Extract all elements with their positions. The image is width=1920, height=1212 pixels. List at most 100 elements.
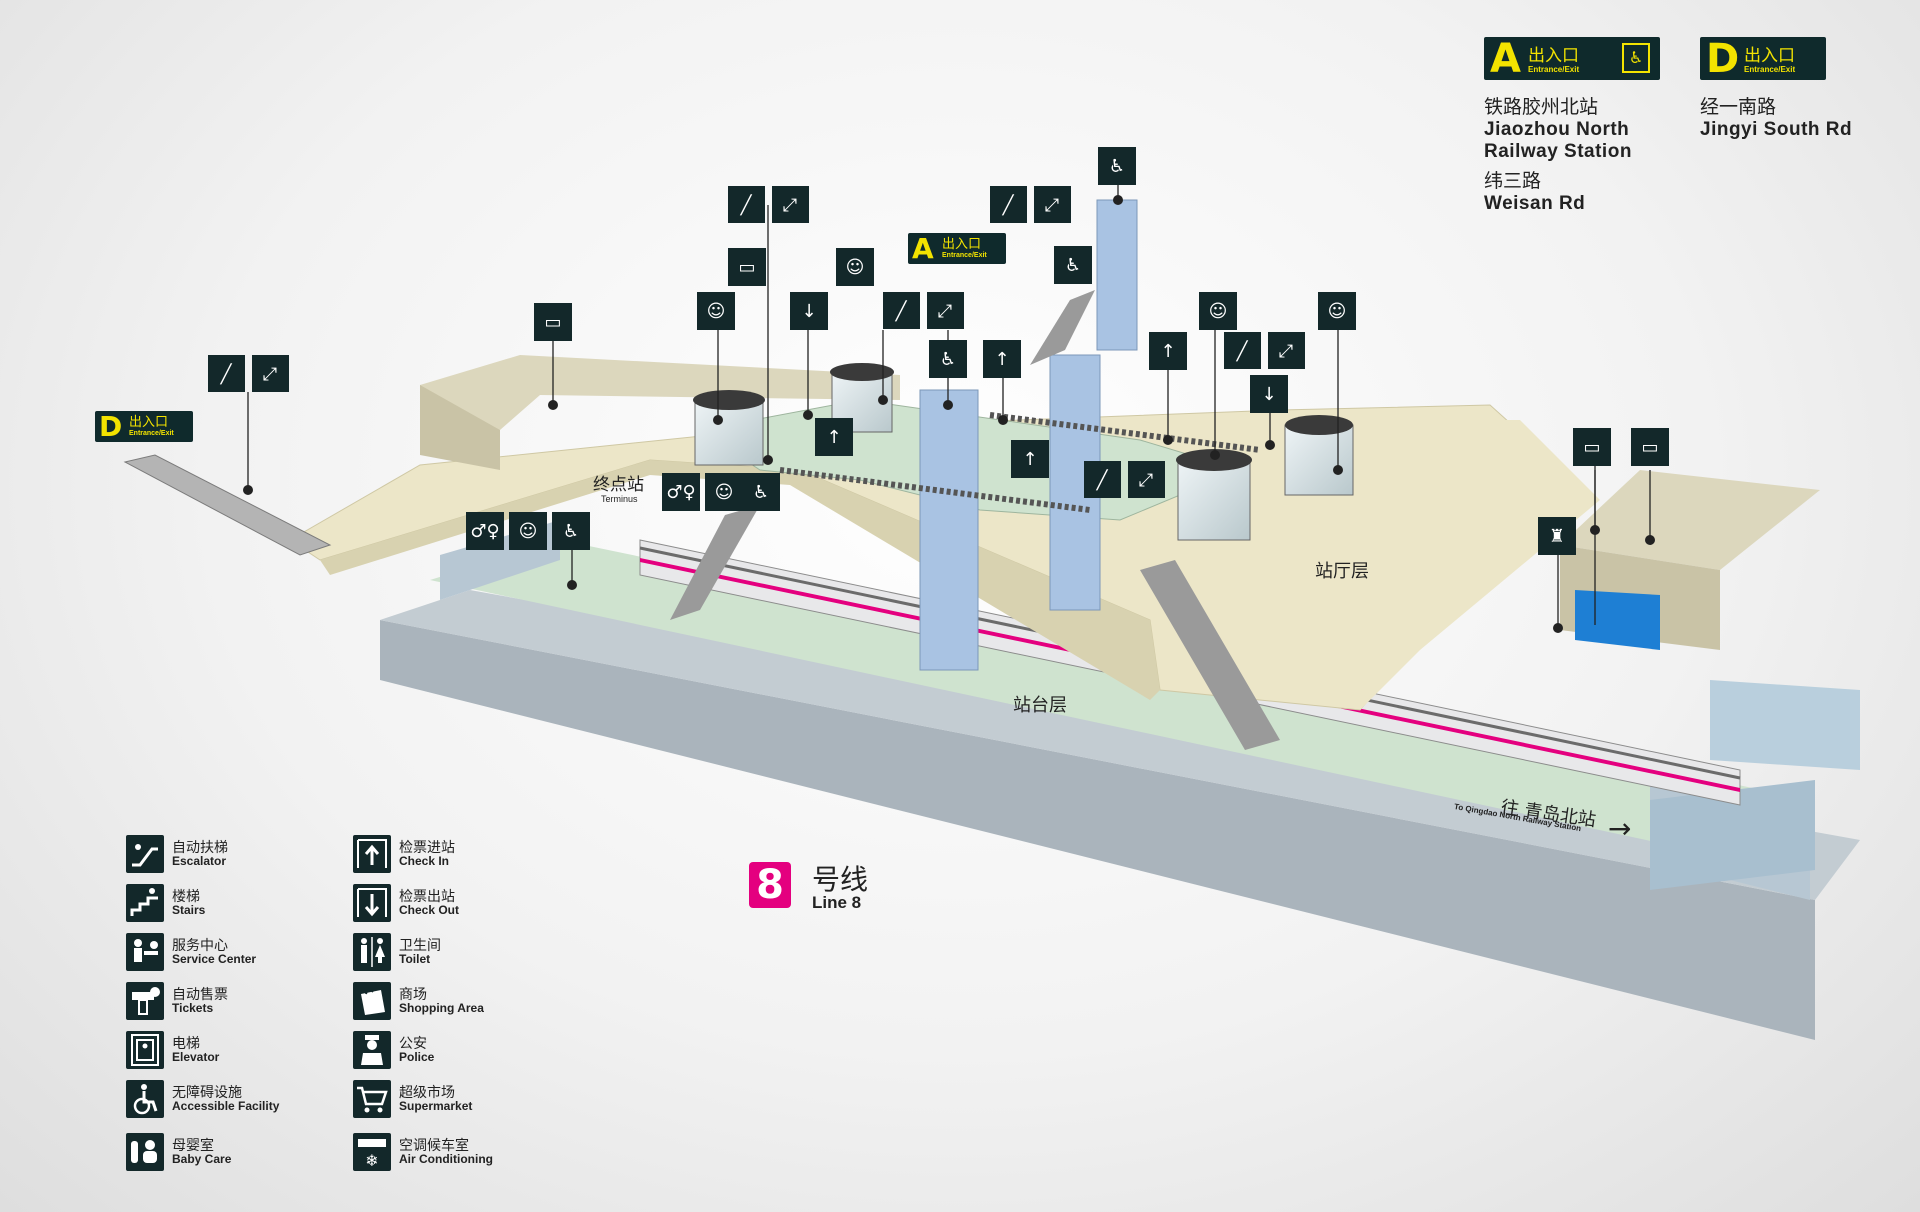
baby-care-icon — [126, 1133, 164, 1171]
stairs-icon — [883, 292, 920, 329]
escalator-icon — [252, 355, 289, 392]
svg-text:⤢: ⤢ — [263, 364, 278, 385]
map-exit-a-badge[interactable]: A 出入口 Entrance/Exit — [908, 233, 1006, 264]
svg-text:♜: ♜ — [1549, 526, 1565, 547]
ticket-icon — [126, 982, 164, 1020]
legend-elevator-en: Elevator — [172, 1050, 220, 1064]
blue-room — [1575, 590, 1660, 650]
legend-accessible-cn: 无障碍设施 — [172, 1085, 242, 1101]
service-center-icon — [836, 248, 874, 286]
accessible-icon — [126, 1080, 164, 1118]
platform-label: 站台层 — [1013, 695, 1067, 716]
line-label-en: Line 8 — [812, 893, 862, 912]
platform-block-right-low — [1650, 780, 1815, 890]
svg-text:⤢: ⤢ — [938, 301, 953, 322]
exit-d-letter: D — [99, 410, 123, 443]
stairs-icon — [1224, 332, 1261, 369]
exit-a-header-en: Entrance/Exit — [1528, 65, 1580, 74]
exit-a-dest-1-en1: Jiaozhou North — [1484, 119, 1630, 140]
legend-tickets-en: Tickets — [172, 1001, 214, 1015]
legend-tickets-cn: 自动售票 — [172, 987, 228, 1003]
check-in-icon — [353, 835, 391, 873]
escalator — [1030, 290, 1095, 365]
exit-d-header-cn: 出入口 — [1744, 46, 1795, 66]
accessible-icon — [552, 512, 590, 550]
legend-check-out-cn: 检票出站 — [399, 889, 455, 905]
map-exit-d-badge[interactable]: D 出入口 Entrance/Exit — [95, 411, 193, 442]
legend-check-out-en: Check Out — [399, 903, 460, 917]
exit-a-cn: 出入口 — [942, 237, 982, 252]
legend-service-center-en: Service Center — [172, 952, 257, 966]
elevator-icon — [1098, 147, 1136, 185]
exit-d-destinations: 经一南路 Jingyi South Rd — [1700, 95, 1852, 141]
svg-text:↓: ↓ — [1261, 384, 1276, 405]
escalator-icon — [772, 186, 809, 223]
exit-d-ramp — [123, 454, 332, 556]
svg-text:⤢: ⤢ — [783, 195, 798, 216]
accessible-icon — [742, 473, 780, 511]
ticket-icon — [1631, 428, 1669, 466]
column — [1096, 199, 1138, 351]
escalator-icon — [1034, 186, 1071, 223]
terminus-label-en: Terminus — [601, 494, 638, 504]
svg-text:☺: ☺ — [707, 301, 726, 322]
escalator — [1140, 560, 1280, 750]
check-in-icon — [1149, 332, 1187, 370]
legend-police-cn: 公安 — [399, 1036, 427, 1052]
svg-text:╱: ╱ — [740, 194, 753, 216]
legend-service-center-cn: 服务中心 — [172, 938, 228, 954]
service-center-icon — [697, 292, 735, 330]
legend-shopping-cn: 商场 — [399, 987, 427, 1003]
legend-toilet-cn: 卫生间 — [399, 938, 441, 954]
exit-a-letter: A — [912, 232, 934, 265]
exit-d-dest-1-en1: Jingyi South Rd — [1700, 119, 1853, 140]
platform-base-top — [380, 590, 1860, 900]
legend-air-conditioning-cn: 空调候车室 — [399, 1138, 469, 1154]
svg-text:⤢: ⤢ — [1279, 341, 1294, 362]
ticket-icon — [1573, 428, 1611, 466]
legend-stairs-cn: 楼梯 — [172, 889, 200, 905]
check-out-icon — [353, 884, 391, 922]
map-icon-glyphs: ╱⤢ ╱⤢ ╱⤢ ╱⤢ ╱⤢ ╱⤢ ↓↓ ↑↑ ↑↑ ♿♿♿ ♿♿ ♂♀♂♀ ☺… — [220, 156, 1659, 547]
check-in-icon — [983, 340, 1021, 378]
escalator-icon — [1128, 461, 1165, 498]
svg-text:♂♀: ♂♀ — [666, 482, 695, 503]
svg-text:╱: ╱ — [220, 363, 233, 385]
legend-supermarket-en: Supermarket — [399, 1099, 473, 1113]
toilet-icon — [466, 512, 504, 550]
exit-a-header: A 出入口 Entrance/Exit ♿ — [1484, 36, 1660, 82]
service-center-icon — [1199, 292, 1237, 330]
legend-air-conditioning-en: Air Conditioning — [399, 1152, 493, 1166]
platform-floor — [430, 540, 1810, 860]
baby-care-icon — [509, 512, 547, 550]
stairs-icon — [1084, 461, 1121, 498]
concourse-right-wing — [1280, 420, 1600, 710]
check-in-icon — [815, 418, 853, 456]
svg-text:▭: ▭ — [738, 257, 755, 278]
svg-text:☺: ☺ — [1328, 301, 1347, 322]
service-center-icon — [126, 933, 164, 971]
service-booth — [1284, 415, 1354, 496]
legend-escalator-en: Escalator — [172, 854, 227, 868]
legend-baby-care-en: Baby Care — [172, 1152, 232, 1166]
legend-check-in-en: Check In — [399, 854, 450, 868]
elevator-icon: ♿ — [1622, 43, 1650, 73]
direction-arrow-icon: → — [1608, 812, 1632, 845]
exit-a-header-letter: A — [1490, 36, 1521, 82]
concourse-edge — [320, 460, 1160, 700]
svg-text:♂♀: ♂♀ — [470, 521, 499, 542]
exit-a-dest-1-en2: Railway Station — [1484, 141, 1632, 162]
ticket-icon — [728, 248, 766, 286]
exit-a-header-cn: 出入口 — [1528, 46, 1579, 66]
svg-text:▭: ▭ — [1583, 437, 1600, 458]
left-building-top — [420, 355, 900, 430]
escalator-icon — [126, 835, 164, 873]
svg-text:♿: ♿ — [563, 521, 579, 542]
stairs-icon — [990, 186, 1027, 223]
svg-text:♿: ♿ — [753, 482, 769, 503]
callout-dots — [243, 195, 1655, 633]
svg-text:↓: ↓ — [801, 301, 816, 322]
svg-text:☺: ☺ — [519, 521, 538, 542]
exit-a-en: Entrance/Exit — [942, 252, 987, 259]
